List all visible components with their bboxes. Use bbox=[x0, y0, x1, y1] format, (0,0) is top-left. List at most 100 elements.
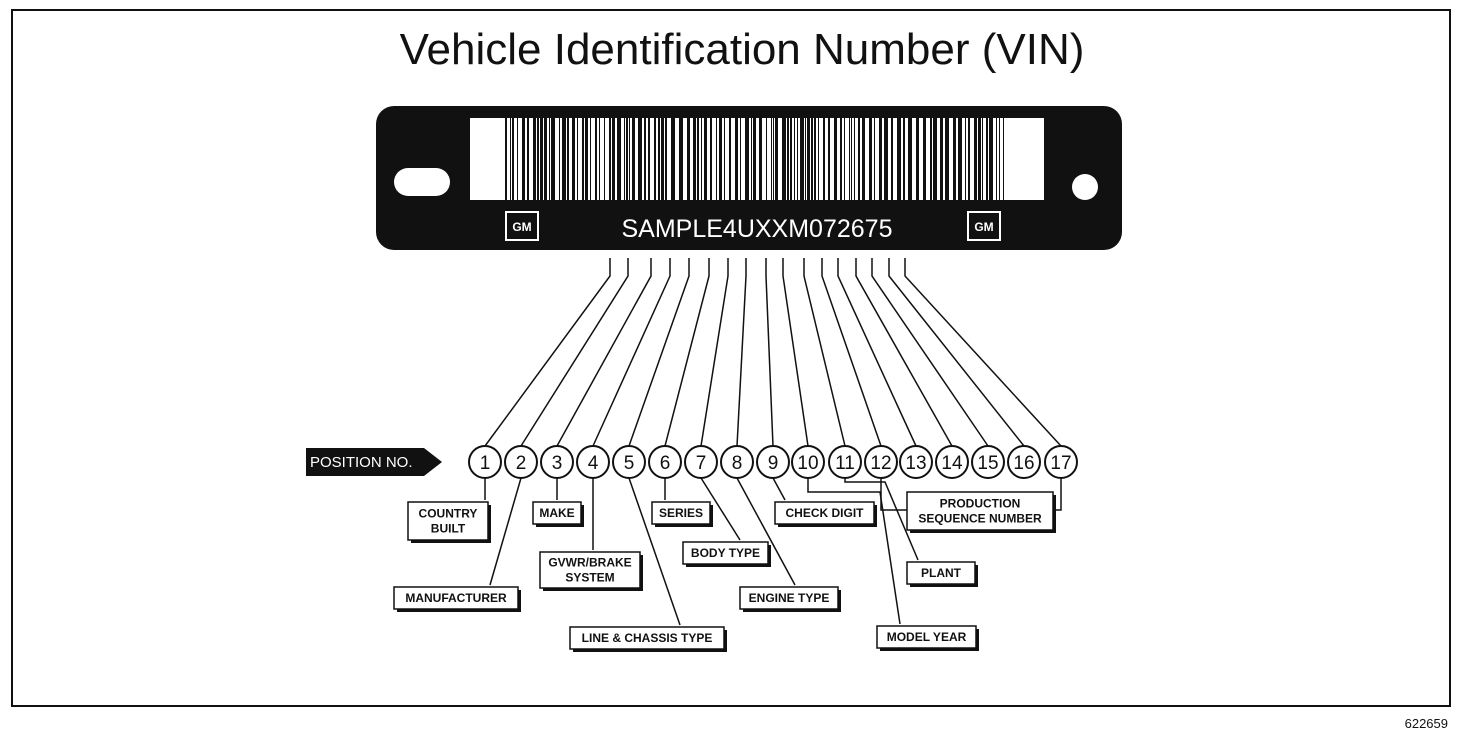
vin-plate: GM GM SAMPLE4UXXM072675 bbox=[376, 106, 1122, 250]
barcode-bar bbox=[638, 118, 642, 200]
barcode-bar bbox=[879, 118, 882, 200]
barcode-bar bbox=[697, 118, 699, 200]
position-circle-8: 8 bbox=[720, 445, 754, 479]
barcode-bar bbox=[759, 118, 762, 200]
barcode-bar bbox=[1003, 118, 1004, 200]
barcode-bar bbox=[710, 118, 712, 200]
barcode-bar bbox=[572, 118, 575, 200]
position-circle-14: 14 bbox=[935, 445, 969, 479]
position-circle-1: 1 bbox=[468, 445, 502, 479]
barcode-bar bbox=[517, 118, 518, 200]
barcode-bar bbox=[604, 118, 605, 200]
callout-check-digit: CHECK DIGIT bbox=[774, 501, 877, 527]
callout-label-body-type-1: BODY TYPE bbox=[691, 546, 760, 560]
plate-slot bbox=[394, 168, 450, 196]
barcode-bar bbox=[745, 118, 749, 200]
barcode bbox=[470, 118, 1044, 200]
position-circle-17: 17 bbox=[1044, 445, 1078, 479]
barcode-bar bbox=[986, 118, 988, 200]
barcode-bar bbox=[716, 118, 717, 200]
position-number-2: 2 bbox=[516, 453, 527, 474]
position-circle-11: 11 bbox=[828, 445, 862, 479]
leader-line-2 bbox=[520, 258, 629, 447]
barcode-bar bbox=[729, 118, 731, 200]
leader-line-5 bbox=[628, 258, 690, 447]
barcode-bar bbox=[945, 118, 949, 200]
barcode-bar bbox=[989, 118, 993, 200]
barcode-bar bbox=[775, 118, 778, 200]
barcode-bar bbox=[818, 118, 819, 200]
position-number-12: 12 bbox=[870, 453, 891, 474]
barcode-bar bbox=[834, 118, 837, 200]
position-circle-4: 4 bbox=[576, 445, 610, 479]
callout-body-type: BODY TYPE bbox=[682, 541, 771, 567]
barcode-bar bbox=[671, 118, 675, 200]
barcode-bar bbox=[654, 118, 656, 200]
connector-line bbox=[772, 477, 786, 501]
barcode-bar bbox=[632, 118, 635, 200]
barcode-bar bbox=[999, 118, 1000, 200]
barcode-bar bbox=[771, 118, 772, 200]
barcode-bar bbox=[953, 118, 956, 200]
barcode-bar bbox=[544, 118, 547, 200]
callout-label-line-chassis-type-1: LINE & CHASSIS TYPE bbox=[582, 631, 713, 645]
position-number-5: 5 bbox=[624, 453, 635, 474]
barcode-bar bbox=[923, 118, 926, 200]
diagram-title: Vehicle Identification Number (VIN) bbox=[400, 25, 1085, 74]
leader-line-17 bbox=[904, 258, 1062, 447]
callout-label-gvwr-brake-system-2: SYSTEM bbox=[565, 571, 614, 585]
position-circle-16: 16 bbox=[1007, 445, 1041, 479]
position-number-6: 6 bbox=[660, 453, 671, 474]
callout-series: SERIES bbox=[651, 501, 713, 527]
barcode-bar bbox=[701, 118, 702, 200]
barcode-bar bbox=[787, 118, 789, 200]
barcode-bar bbox=[858, 118, 860, 200]
barcode-bar bbox=[719, 118, 722, 200]
barcode-bar bbox=[559, 118, 560, 200]
barcode-bar bbox=[862, 118, 865, 200]
position-circle-7: 7 bbox=[684, 445, 718, 479]
position-number-15: 15 bbox=[977, 453, 998, 474]
barcode-bar bbox=[609, 118, 611, 200]
barcode-bar bbox=[624, 118, 625, 200]
callout-label-manufacturer-1: MANUFACTURER bbox=[405, 591, 507, 605]
position-circle-9: 9 bbox=[756, 445, 790, 479]
barcode-bar bbox=[612, 118, 615, 200]
leader-line-6 bbox=[664, 258, 710, 447]
barcode-bar bbox=[773, 118, 774, 200]
leader-line-10 bbox=[782, 258, 809, 447]
barcode-bar bbox=[869, 118, 872, 200]
leader-line-14 bbox=[855, 258, 953, 447]
barcode-bar bbox=[562, 118, 566, 200]
barcode-bar bbox=[665, 118, 667, 200]
barcode-bar bbox=[874, 118, 875, 200]
barcode-bar bbox=[940, 118, 943, 200]
barcode-bar bbox=[505, 118, 507, 200]
diagram-frame bbox=[11, 9, 1451, 707]
connector-line bbox=[736, 477, 796, 586]
barcode-bar bbox=[790, 118, 792, 200]
barcode-bar bbox=[965, 118, 966, 200]
barcode-bar bbox=[661, 118, 664, 200]
position-number-9: 9 bbox=[768, 453, 779, 474]
position-number-8: 8 bbox=[732, 453, 743, 474]
barcode-bar bbox=[629, 118, 630, 200]
barcode-bar bbox=[805, 118, 806, 200]
connector-line bbox=[489, 477, 522, 586]
callout-connectors bbox=[484, 477, 1062, 626]
barcode-bar bbox=[693, 118, 696, 200]
callout-engine-type: ENGINE TYPE bbox=[739, 586, 841, 612]
callout-labels: COUNTRYBUILTMANUFACTURERMAKEGVWR/BRAKESY… bbox=[393, 491, 1056, 652]
barcode-bar bbox=[540, 118, 543, 200]
leader-line-3 bbox=[556, 258, 652, 447]
barcode-bar bbox=[617, 118, 621, 200]
position-number-13: 13 bbox=[905, 453, 926, 474]
position-circle-3: 3 bbox=[540, 445, 574, 479]
barcode-bar bbox=[735, 118, 738, 200]
position-number-1: 1 bbox=[480, 453, 491, 474]
barcode-bar bbox=[854, 118, 855, 200]
leader-lines bbox=[484, 258, 1062, 447]
svg-text:GM: GM bbox=[512, 220, 531, 234]
barcode-bar bbox=[766, 118, 767, 200]
barcode-bar bbox=[903, 118, 905, 200]
